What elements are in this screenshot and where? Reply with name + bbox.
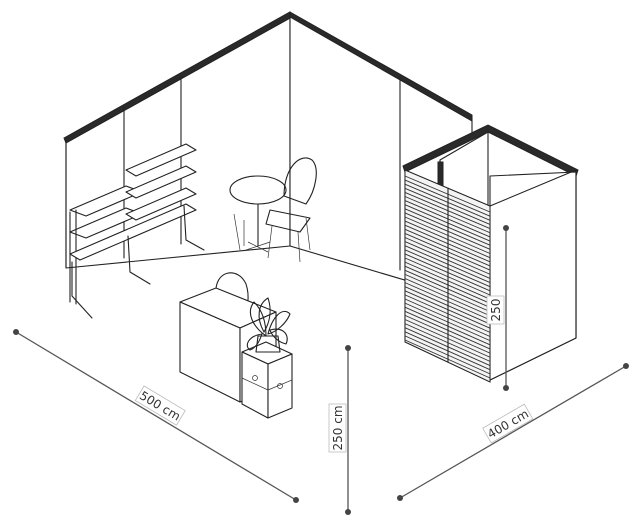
- dimension-cabin-height: 250: [486, 225, 509, 391]
- wall-shelves: [69, 143, 197, 305]
- cabin-height-label: 250: [489, 299, 503, 322]
- plant-stand: [241, 341, 293, 419]
- bistro-table: [229, 175, 287, 253]
- chair-left: [233, 213, 245, 251]
- dimension-height: 250 cm: [328, 345, 351, 515]
- height-label: 250 cm: [331, 405, 345, 450]
- chair-back: [265, 157, 317, 263]
- storage-cabin: [402, 124, 579, 383]
- slatted-facade: [404, 169, 491, 383]
- standing-desk: [69, 203, 205, 319]
- potted-plant: [246, 297, 291, 353]
- dimension-depth: 400 cm: [397, 363, 629, 501]
